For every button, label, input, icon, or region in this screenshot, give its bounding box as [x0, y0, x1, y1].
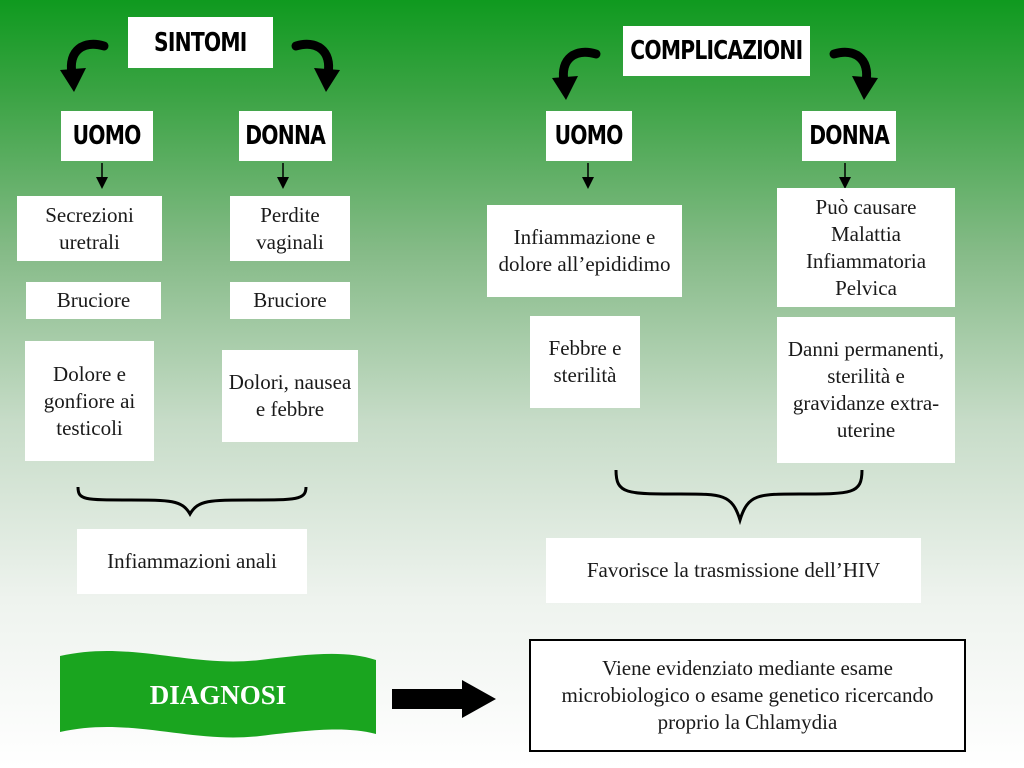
complicazioni-uomo-label: UOMO — [546, 111, 632, 161]
sintomi-donna-label: DONNA — [239, 111, 332, 161]
complicazioni-donna-item: Può causare Malattia Infiammatoria Pelvi… — [777, 188, 955, 307]
sintomi-uomo-label: UOMO — [61, 111, 153, 161]
sintomi-donna-item: Bruciore — [230, 282, 350, 319]
complicazioni-uomo-item: Febbre e sterilità — [530, 316, 640, 408]
curved-arrow-icon — [291, 39, 340, 92]
complicazioni-donna-item: Danni permanenti, sterilità e gravidanze… — [777, 317, 955, 463]
complicazioni-common: Favorisce la trasmissione dell’HIV — [546, 538, 921, 603]
sintomi-common: Infiammazioni anali — [77, 529, 307, 594]
diagnosi-label: DIAGNOSI — [149, 679, 287, 710]
sintomi-donna-item: Dolori, nausea e febbre — [222, 350, 358, 442]
complicazioni-donna-label: DONNA — [802, 111, 896, 161]
sintomi-uomo-item: Dolore e gonfiore ai testicoli — [25, 341, 154, 461]
diagnosi-text: Viene evidenziato mediante esame microbi… — [529, 639, 966, 752]
sintomi-donna-item: Perdite vaginali — [230, 196, 350, 261]
brace-icon — [76, 486, 308, 518]
curved-arrow-icon — [60, 39, 109, 92]
brace-icon — [614, 469, 864, 526]
right-arrow-icon — [392, 680, 496, 718]
curved-arrow-icon — [552, 47, 601, 100]
curved-arrow-icon — [829, 47, 878, 100]
sintomi-uomo-item: Bruciore — [26, 282, 161, 319]
complicazioni-uomo-item: Infiammazione e dolore all’epididimo — [487, 205, 682, 297]
complicazioni-title: COMPLICAZIONI — [623, 26, 810, 76]
diagnosi-banner — [60, 650, 376, 738]
sintomi-title: SINTOMI — [128, 17, 273, 68]
sintomi-uomo-item: Secrezioni uretrali — [17, 196, 162, 261]
